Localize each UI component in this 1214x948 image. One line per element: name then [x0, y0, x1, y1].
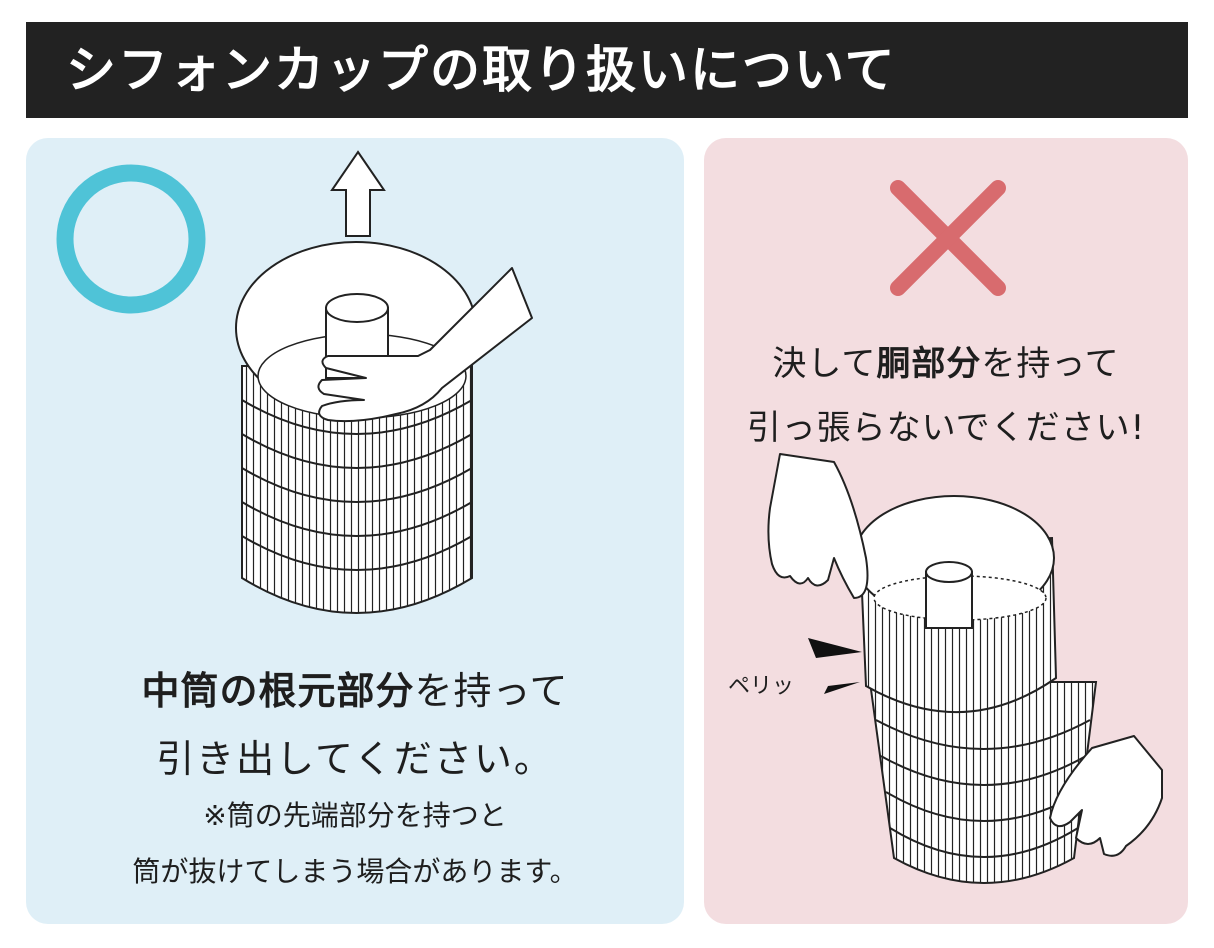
ng-pre-text: 決して — [772, 344, 877, 384]
ng-instruction-line1: 決して胴部分を持って — [704, 336, 1188, 385]
hand-illustration — [317, 267, 533, 423]
header-bar: シフォンカップの取り扱いについて — [26, 22, 1188, 118]
up-arrow-icon — [330, 150, 386, 237]
chiffon-cup-illustration — [235, 241, 477, 614]
ok-note-line1: ※筒の先端部分を持つと — [203, 799, 507, 832]
circle-ok-icon — [56, 164, 206, 314]
ok-rest-text: を持って — [414, 669, 569, 713]
hand-illustration — [767, 453, 869, 599]
ng-instruction-line2: 引っ張らないでください! — [746, 408, 1146, 448]
ng-bold-text: 胴部分 — [876, 344, 982, 384]
ok-instruction-line1: 中筒の根元部分を持って — [26, 660, 684, 715]
ng-panel: 決して胴部分を持って 引っ張らないでください! ペリッ — [704, 138, 1188, 924]
hand-illustration — [1049, 735, 1163, 857]
ok-illustration — [56, 150, 533, 614]
ng-post-text: を持って — [981, 344, 1120, 384]
page-title: シフォンカップの取り扱いについて — [66, 41, 897, 99]
tear-mark-icon — [808, 638, 862, 694]
ok-instruction-line2: 引き出してください。 — [156, 737, 554, 781]
cross-ng-icon — [890, 180, 1006, 296]
tear-sound-label: ペリッ — [728, 674, 795, 699]
ng-illustration — [767, 180, 1163, 884]
ok-bold-text: 中筒の根元部分 — [141, 669, 415, 713]
ok-note-line2: 筒が抜けてしまう場合があります。 — [132, 855, 578, 888]
ok-panel: 中筒の根元部分を持って 引き出してください。 ※筒の先端部分を持つと 筒が抜けて… — [26, 138, 684, 924]
chiffon-cup-illustration — [853, 495, 1098, 884]
